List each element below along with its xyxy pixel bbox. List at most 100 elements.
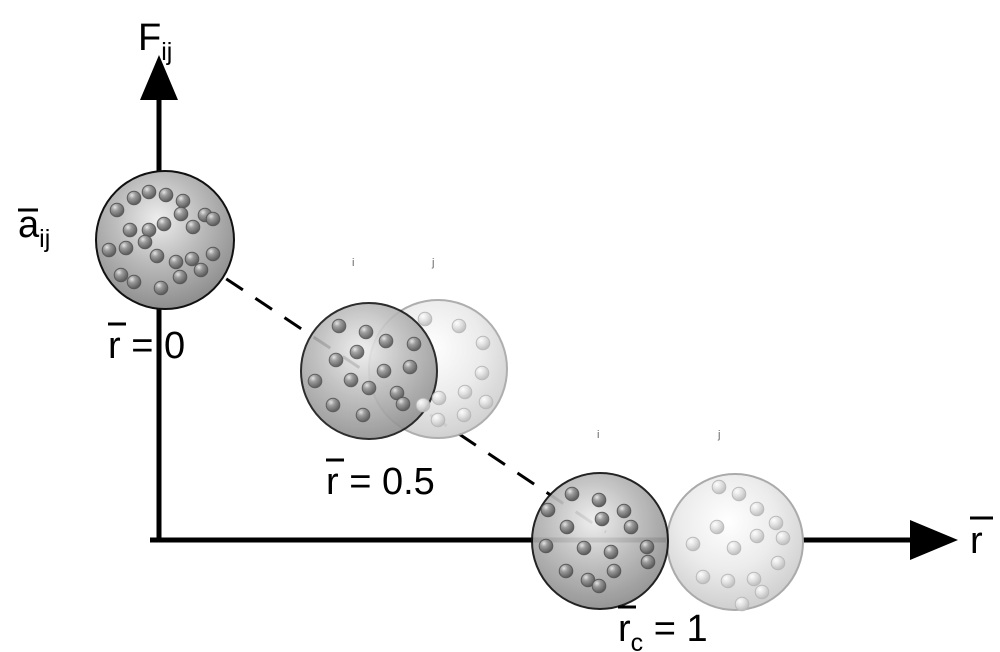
bead-r0-17	[168, 254, 184, 270]
a-main: a	[18, 204, 40, 246]
y-axis-arrowhead	[140, 55, 178, 100]
particle-j-label-r05: j	[431, 257, 434, 269]
bead-r05-2	[358, 324, 374, 340]
bead-r1-3	[749, 501, 765, 517]
bead-r05-10	[415, 397, 431, 413]
bead-r05-7	[456, 407, 472, 423]
bead-r0-23	[193, 262, 209, 278]
bead-r1-2	[591, 492, 607, 508]
bead-r05-8	[478, 394, 494, 410]
bead-r05-12	[395, 396, 411, 412]
bead-r05-8	[402, 359, 418, 375]
bead-r1-8	[538, 538, 554, 554]
bead-r0-4	[175, 193, 191, 209]
bead-r1-15	[606, 563, 622, 579]
bead-r05-5	[349, 344, 365, 360]
bead-r05-14	[325, 397, 341, 413]
rc-tail: = 1	[643, 608, 707, 650]
rc-label: rc = 1	[618, 608, 708, 652]
bead-r1-10	[695, 569, 711, 585]
bead-r05-2	[451, 318, 467, 334]
bead-r05-3	[378, 333, 394, 349]
bead-r05-10	[361, 380, 377, 396]
bead-r1-3	[616, 503, 632, 519]
bead-r1-4	[768, 515, 784, 531]
bead-r0-14	[118, 240, 134, 256]
bead-r05-9	[430, 412, 446, 428]
bead-r0-2	[141, 184, 157, 200]
sphere-group-r05	[300, 299, 508, 440]
beads-r0	[101, 184, 221, 296]
particle-i-label-r1: i	[597, 429, 599, 441]
bead-r1-5	[709, 519, 725, 535]
bead-r1-12	[746, 571, 762, 587]
bead-r05-9	[343, 372, 359, 388]
bead-r0-20	[126, 274, 142, 290]
r-zero-label: r = 0	[108, 325, 185, 367]
bead-r0-16	[149, 248, 165, 264]
r-half-label: r = 0.5	[326, 461, 435, 503]
bead-r0-11	[173, 206, 189, 222]
bead-r0-10	[156, 216, 172, 232]
bead-r0-15	[137, 234, 153, 250]
bead-r1-1	[711, 479, 727, 495]
bead-r1-7	[749, 528, 765, 544]
bead-r0-3	[158, 187, 174, 203]
bead-r0-22	[172, 269, 188, 285]
y-axis-label: Fij	[138, 17, 172, 66]
bead-r0-21	[153, 280, 169, 296]
bead-r1-11	[639, 539, 655, 555]
bead-r1-1	[564, 486, 580, 502]
bead-r05-5	[457, 384, 473, 400]
bead-r1-7	[623, 519, 639, 535]
bead-r0-8	[122, 222, 138, 238]
bead-r1-9	[685, 536, 701, 552]
a-label: aij	[18, 204, 50, 253]
bead-r1-4	[540, 502, 556, 518]
x-axis-arrowhead	[910, 520, 958, 560]
bead-r05-6	[431, 390, 447, 406]
bead-r1-8	[775, 530, 791, 546]
rc-main: r	[618, 608, 631, 650]
beads-r05	[307, 311, 494, 428]
bead-r1-13	[770, 555, 786, 571]
bead-r0-18	[184, 251, 200, 267]
bead-r1-6	[594, 511, 610, 527]
sphere-group-r0	[95, 170, 235, 310]
bead-r0-13	[101, 242, 117, 258]
beads-r1	[538, 479, 791, 612]
particle-j-label-r1: j	[717, 429, 720, 441]
bead-r1-5	[559, 519, 575, 535]
bead-r1-6	[726, 540, 742, 556]
a-sub: ij	[39, 225, 50, 253]
bead-r0-1	[126, 190, 142, 206]
bead-r1-10	[603, 544, 619, 560]
y-axis-sub: ij	[161, 38, 172, 66]
bead-r05-1	[331, 318, 347, 334]
bead-r1-9	[576, 540, 592, 556]
bead-r05-1	[417, 311, 433, 327]
bead-r05-11	[389, 385, 405, 401]
bead-r0-12	[185, 219, 201, 235]
bead-r1-13	[558, 563, 574, 579]
bead-r1-15	[754, 584, 770, 600]
bead-r05-4	[474, 365, 490, 381]
bead-r0-24	[205, 246, 221, 262]
bead-r05-7	[376, 363, 392, 379]
y-axis-main: F	[138, 17, 161, 59]
bead-r0-7	[109, 202, 125, 218]
bead-r05-13	[307, 373, 323, 389]
bead-r05-3	[475, 335, 491, 351]
x-axis-label: r	[970, 520, 983, 562]
bead-r1-2	[731, 486, 747, 502]
rc-sub: c	[631, 629, 644, 652]
bead-r1-14	[734, 596, 750, 612]
bead-r05-4	[406, 336, 422, 352]
bead-r1-16	[591, 578, 607, 594]
bead-r05-6	[328, 352, 344, 368]
bead-r0-19	[113, 267, 129, 283]
bead-r1-11	[720, 573, 736, 589]
bead-r1-14	[580, 572, 596, 588]
particle-i-label-r05: i	[352, 257, 354, 269]
